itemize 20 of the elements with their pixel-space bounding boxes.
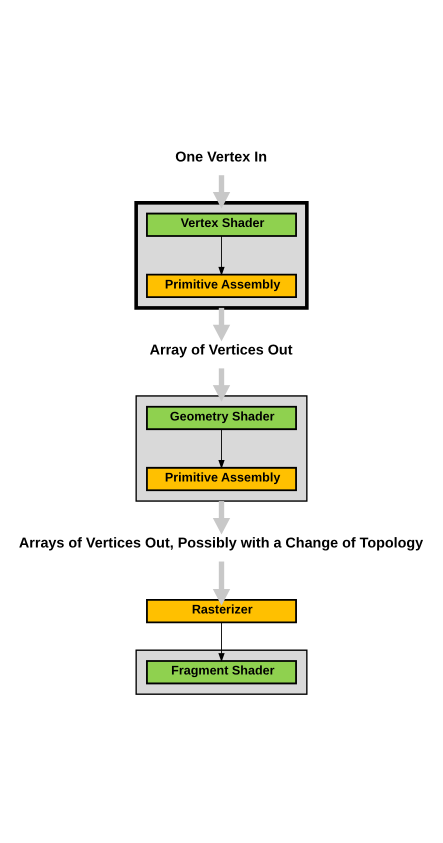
arrow — [218, 235, 225, 276]
node-box: Primitive Assembly — [146, 466, 297, 491]
arrow — [218, 428, 225, 468]
cluster — [135, 649, 308, 694]
arrow — [212, 174, 230, 208]
node-box: Primitive Assembly — [146, 273, 297, 298]
arrow — [212, 561, 230, 606]
arrow — [212, 500, 230, 534]
node-box: Rasterizer — [146, 598, 297, 623]
arrow — [218, 622, 225, 662]
arrow — [212, 307, 230, 341]
node-text: Array of Vertices Out — [150, 342, 292, 358]
node-text: One Vertex In — [175, 148, 268, 165]
cluster — [135, 394, 308, 502]
node-text: Arrays of Vertices Out, Possibly with a Change of Topology — [18, 535, 424, 552]
arrow — [212, 368, 230, 402]
node-box: Geometry Shader — [146, 405, 297, 430]
node-box: Fragment Shader — [146, 660, 297, 684]
node-box: Vertex Shader — [146, 212, 297, 236]
cluster — [134, 200, 309, 310]
